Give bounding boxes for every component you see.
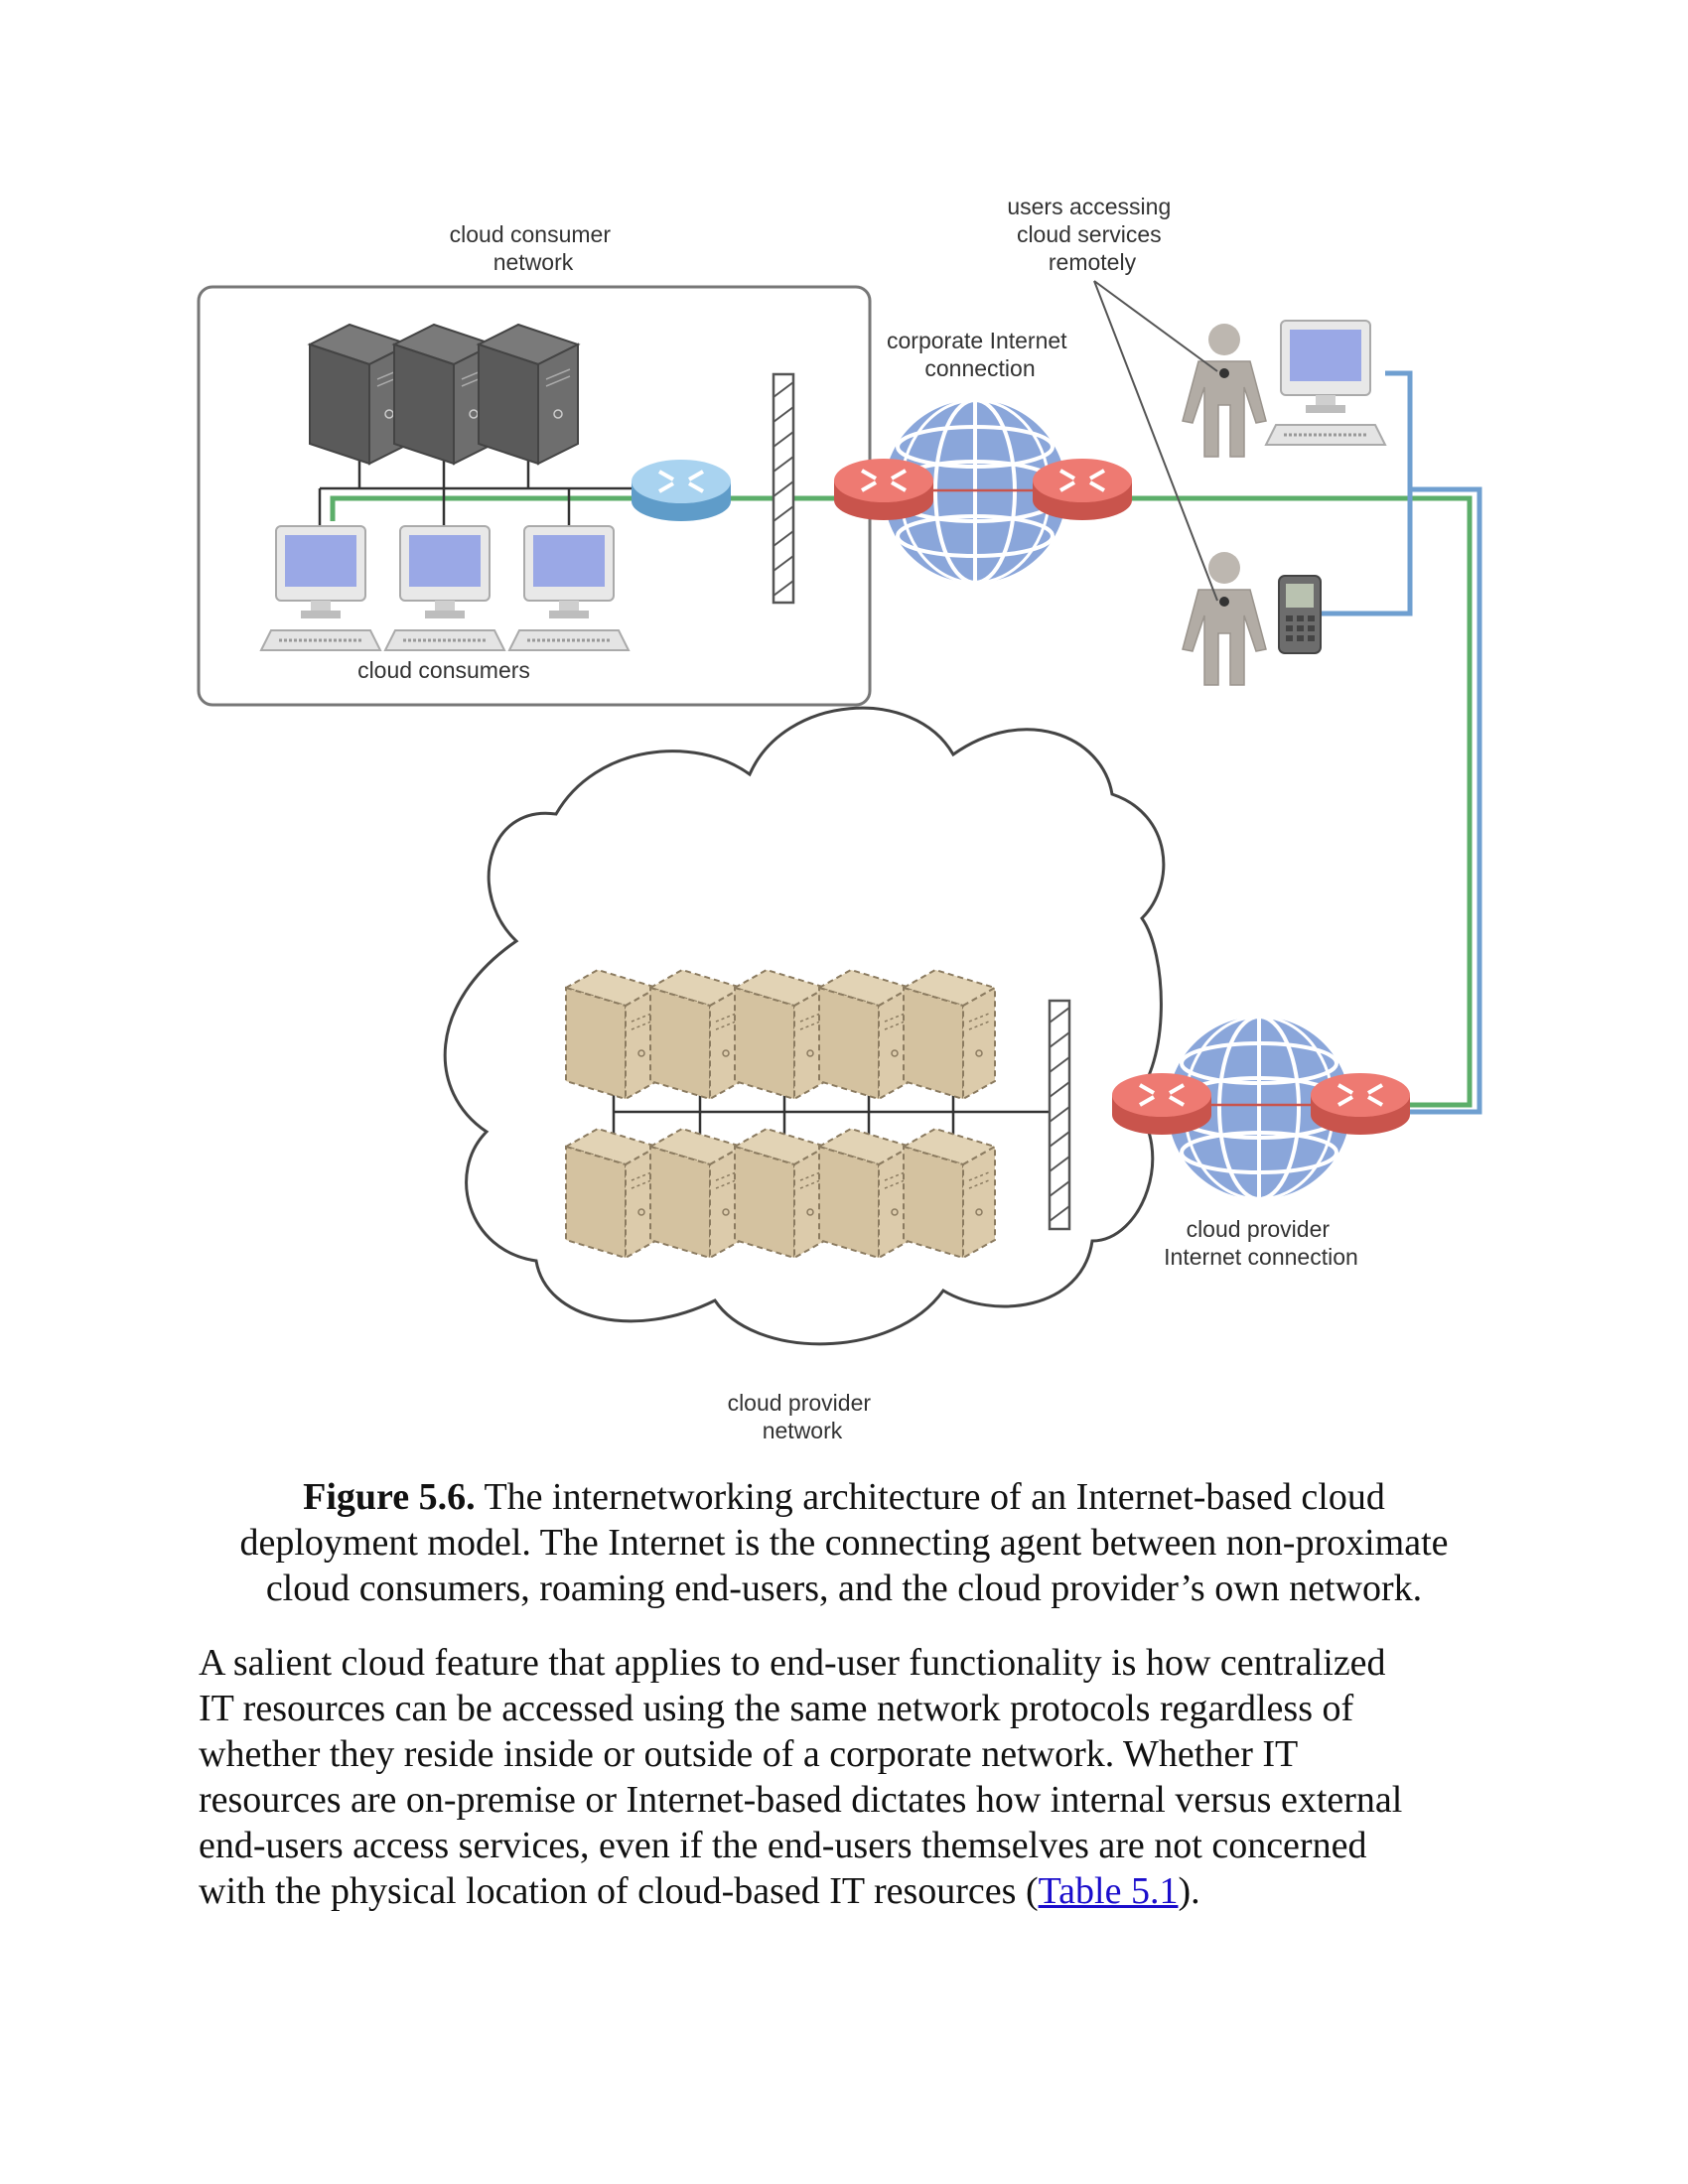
virtual-server-icon <box>903 969 996 1100</box>
body-line: end-users access services, even if the e… <box>199 1825 1367 1866</box>
workstation-icon <box>259 524 382 652</box>
virtual-server-icon <box>649 1128 743 1259</box>
consumer-network-label: cloud consumer network <box>450 221 618 275</box>
caption-line-3: cloud consumers, roaming end-users, and … <box>265 1568 1423 1609</box>
provider-edge-router-icon <box>1110 1071 1213 1137</box>
provider-firewall-icon <box>1048 999 1071 1231</box>
body-line: with the physical location of cloud-base… <box>199 1870 1200 1912</box>
caption-line-1: Figure 5.6. The internetworking architec… <box>303 1476 1385 1518</box>
body-line: resources are on-premise or Internet-bas… <box>199 1779 1403 1821</box>
lan-router-icon <box>630 458 733 523</box>
remote-user-icon <box>1182 551 1267 686</box>
cloud-consumers-label: cloud consumers <box>357 657 530 683</box>
body-line: A salient cloud feature that applies to … <box>199 1642 1386 1684</box>
figure-label: Figure 5.6. <box>303 1476 476 1518</box>
body-line: whether they reside inside or outside of… <box>199 1733 1299 1775</box>
body-paragraph: A salient cloud feature that applies to … <box>199 1640 1489 1914</box>
virtual-server-icon <box>649 969 743 1100</box>
internetworking-diagram: cloud consumer network users accessing c… <box>197 194 1482 1443</box>
figure-caption: Figure 5.6. The internetworking architec… <box>199 1474 1489 1611</box>
physical-server-icon <box>478 324 579 465</box>
provider-internet-label: cloud provider Internet connection <box>1164 1216 1358 1270</box>
workstation-icon <box>383 524 506 652</box>
table-5-1-link[interactable]: Table 5.1 <box>1038 1870 1179 1912</box>
virtual-server-icon <box>818 1128 912 1259</box>
workstation-icon <box>507 524 631 652</box>
remote-user-icon <box>1182 323 1267 458</box>
virtual-server-icon <box>734 1128 827 1259</box>
corporate-edge-router-icon <box>832 457 935 522</box>
remote-users-callout <box>1093 280 1218 602</box>
virtual-server-icon <box>818 969 912 1100</box>
corporate-internet-router-icon <box>1031 457 1134 522</box>
virtual-server-icon <box>903 1128 996 1259</box>
provider-network-label: cloud provider network <box>728 1390 878 1443</box>
remote-users-label: users accessing cloud services remotely <box>1007 194 1177 275</box>
corporate-internet-label: corporate Internet connection <box>887 328 1073 381</box>
virtual-server-icon <box>565 969 658 1100</box>
virtual-server-icon <box>565 1128 658 1259</box>
remote-workstation-icon <box>1264 319 1387 447</box>
caption-line-2: deployment model. The Internet is the co… <box>239 1522 1449 1564</box>
consumer-firewall-icon <box>772 372 795 605</box>
body-line: IT resources can be accessed using the s… <box>199 1688 1354 1729</box>
mobile-phone-icon <box>1278 575 1322 654</box>
virtual-server-icon <box>734 969 827 1100</box>
provider-internet-router-icon <box>1309 1071 1412 1137</box>
